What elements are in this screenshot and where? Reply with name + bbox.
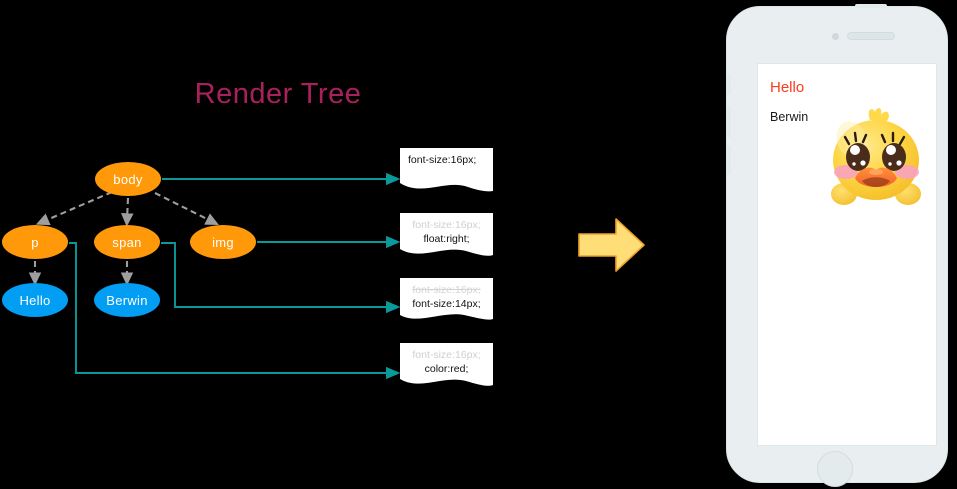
home-button[interactable]	[817, 451, 853, 487]
phone-screen: Hello Berwin	[757, 63, 937, 446]
style-card-body: font-size:16px;	[400, 148, 493, 197]
style-rule: font-size:14px;	[412, 298, 481, 310]
style-rule-inherited: font-size:16px;	[412, 219, 481, 231]
tree-node-berwin[interactable]: Berwin	[94, 283, 160, 317]
style-card-img: font-size:16px; float:right;	[400, 213, 493, 262]
rendered-body-text: Berwin	[770, 110, 809, 124]
tree-node-body[interactable]: body	[95, 162, 161, 196]
edge-body-p	[35, 191, 113, 226]
phone-frame: Hello Berwin	[726, 4, 948, 487]
torn-edge	[400, 379, 493, 392]
duck-avatar	[831, 108, 921, 205]
edge-body-img	[154, 192, 220, 226]
torn-edge	[400, 249, 493, 262]
volume-down-button[interactable]	[727, 145, 731, 175]
tree-node-img[interactable]: img	[190, 225, 256, 259]
tree-node-p[interactable]: p	[2, 225, 68, 259]
style-rule: font-size:16px;	[408, 154, 477, 166]
tree-node-label: p	[31, 234, 39, 250]
style-rule: float:right;	[423, 233, 470, 245]
style-rule: color:red;	[424, 363, 469, 375]
right-arrow-icon	[578, 218, 645, 272]
tree-node-hello[interactable]: Hello	[2, 283, 68, 317]
style-card-p: font-size:16px; color:red;	[400, 343, 493, 392]
style-card-span: font-size:16px; font-size:14px;	[400, 278, 493, 327]
torn-edge	[400, 183, 493, 197]
tree-node-label: body	[113, 171, 143, 187]
volume-up-button[interactable]	[727, 107, 731, 137]
torn-edge	[400, 314, 493, 327]
link-span-to-card3	[161, 242, 401, 314]
rendered-heading: Hello	[770, 79, 805, 96]
tree-node-span[interactable]: span	[94, 225, 160, 259]
tree-node-label: Berwin	[106, 292, 148, 308]
power-button[interactable]	[855, 4, 887, 8]
tree-node-label: img	[212, 234, 234, 250]
page-title: Render Tree	[194, 78, 362, 110]
phone-mockup: Hello Berwin	[718, 4, 956, 487]
edge-body-span	[121, 197, 134, 227]
speaker-grille	[847, 32, 895, 40]
style-rule-overridden: font-size:16px;	[412, 284, 481, 296]
tree-node-label: span	[112, 234, 142, 250]
tree-node-label: Hello	[19, 292, 51, 308]
mute-switch[interactable]	[727, 75, 731, 95]
camera-icon	[832, 33, 839, 40]
style-rule-inherited: font-size:16px;	[412, 349, 481, 361]
